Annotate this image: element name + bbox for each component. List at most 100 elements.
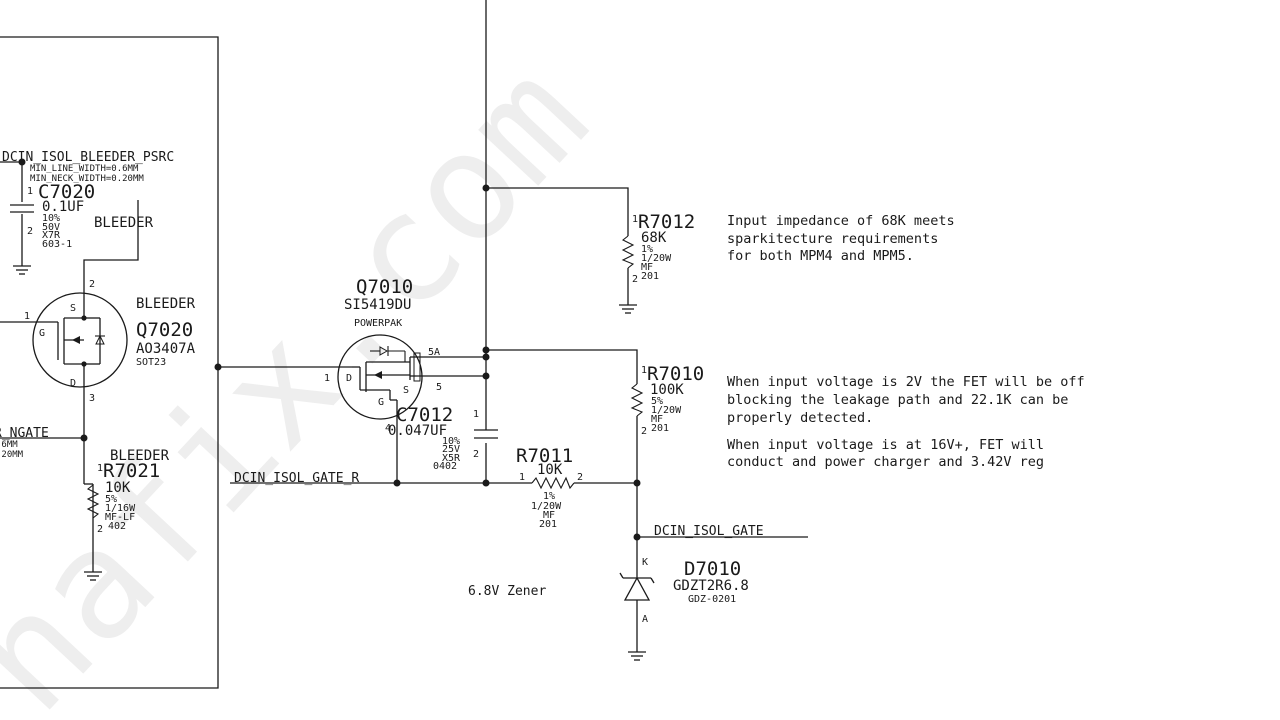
q7020-pkg: SOT23 [136, 357, 166, 368]
r7011-spec: 1% [543, 491, 555, 502]
q7020-junction [81, 315, 87, 321]
net-gate: DCIN_ISOL_GATE [654, 524, 764, 539]
r7011-ref: R7011 [516, 445, 573, 467]
c7012-spec: 25V [442, 444, 460, 455]
junction [482, 346, 490, 354]
junction [393, 479, 401, 487]
watermark: nafix.com [0, 31, 621, 720]
main-wires [230, 0, 808, 652]
net-gate-r: DCIN_ISOL_GATE_R [234, 471, 359, 486]
note-line: Input impedance of 68K meets [727, 213, 955, 229]
c7020-symbol [10, 204, 34, 213]
r7011-value: 10K [537, 462, 563, 478]
d7010-ref: D7010 [684, 558, 741, 580]
c7012-spec: 0402 [433, 461, 457, 472]
q7010-part: SI5419DU [344, 297, 411, 313]
q7020-pin-d: D [70, 378, 76, 389]
note-line: blocking the leakage path and 22.1K can … [727, 392, 1068, 408]
label-zener: 6.8V Zener [468, 584, 546, 599]
note-impedance: Input impedance of 68K meets sparkitectu… [727, 213, 955, 264]
r7010-spec: 1/20W [651, 405, 682, 416]
q7010-mosfet-icon [337, 334, 423, 420]
junction-psrc [18, 158, 26, 166]
r7011-pin1: 1 [519, 472, 525, 483]
junction-ngate [80, 434, 88, 442]
q7020-ref: Q7020 [136, 319, 193, 341]
ground-icon [84, 571, 102, 581]
note-line: When input voltage is 2V the FET will be… [727, 374, 1085, 390]
net-bleeder-psrc: DCIN_ISOL_BLEEDER_PSRC [2, 150, 174, 165]
note-line: conduct and power charger and 3.42V reg [727, 454, 1044, 470]
note-line: sparkitecture requirements [727, 231, 938, 247]
min-line-width: MIN_LINE_WIDTH=0.6MM [30, 164, 139, 174]
r7011-pin2: 2 [577, 472, 583, 483]
c7020-pin1: 1 [27, 186, 33, 197]
q7020-pin-s: S [70, 303, 76, 314]
q7010-current: 5A [428, 347, 440, 358]
r7012-spec: 201 [641, 271, 659, 282]
note-line: When input voltage is at 16V+, FET will [727, 437, 1044, 453]
q7010-pin-g: G [378, 397, 384, 408]
note-line: properly detected. [727, 410, 873, 426]
c7020-spec: 603-1 [42, 239, 72, 250]
min-neck-width: MIN_NECK_WIDTH=0.20MM [30, 174, 144, 184]
c7012-capacitor-icon [474, 429, 498, 439]
c7012-spec: 10% [442, 436, 460, 447]
ground-icon [13, 265, 31, 275]
note-line: for both MPM4 and MPM5. [727, 248, 914, 264]
r7010-spec: 201 [651, 423, 669, 434]
c7012-value: 0.047UF [388, 423, 447, 439]
r7010-spec: 5% [651, 396, 663, 407]
r7010-value: 100K [650, 382, 684, 398]
q7010-pin1: 1 [324, 373, 330, 384]
note-high-voltage: When input voltage is at 16V+, FET will … [727, 437, 1044, 470]
c7020-spec: 50V [42, 222, 60, 233]
r7012-ref: R7012 [638, 211, 695, 233]
r7010-spec: MF [651, 414, 663, 425]
junction [633, 479, 641, 487]
q7010-pkg: POWERPAK [354, 318, 402, 329]
d7010-part: GDZT2R6.8 [673, 578, 749, 594]
r7021-resistor-icon [86, 484, 100, 519]
r7012-spec: 1/20W [641, 253, 672, 264]
q7010-ref: Q7010 [356, 276, 413, 298]
q7020-pin2: 2 [89, 279, 95, 290]
c7012-spec: X5R [442, 453, 461, 464]
r7011-spec: MF [543, 510, 555, 521]
junction-bracket [214, 363, 222, 371]
c7012-pin1: 1 [473, 409, 479, 420]
c7012-ref: C7012 [396, 404, 453, 426]
q7020-pin3: 3 [89, 393, 95, 404]
r7021-spec: 402 [108, 521, 126, 532]
junction [482, 184, 490, 192]
r7021-spec: 5% [105, 494, 117, 505]
q7020-pin-g: G [39, 328, 45, 339]
q7010-pin-d: D [346, 373, 352, 384]
left-block-wires [0, 36, 352, 689]
r7021-value: 10K [105, 480, 131, 496]
c7020-ref: C7020 [38, 181, 95, 203]
d7010-zener-diode-icon [619, 572, 655, 601]
r7012-spec: MF [641, 262, 653, 273]
d7010-pkg: GDZ-0201 [688, 594, 736, 605]
ground-icon [628, 651, 646, 661]
r7021-spec: MF-LF [105, 512, 135, 523]
r7021-spec: 1/16W [105, 503, 136, 514]
junction [482, 372, 490, 380]
r7012-pin1: 1 [632, 214, 638, 225]
r7021-pin2: 2 [97, 524, 103, 535]
c7012-pin2: 2 [473, 449, 479, 460]
r7012-resistor-icon [621, 235, 635, 269]
q7020-mosfet-icon [32, 292, 128, 388]
r7010-ref: R7010 [647, 363, 704, 385]
ngate-neck: .20MM [0, 450, 24, 460]
r7010-pin2: 2 [641, 426, 647, 437]
ngate-width: .6MM [0, 440, 18, 450]
r7011-spec: 201 [539, 519, 557, 530]
c7020-value: 0.1UF [42, 199, 84, 215]
r7021-ref: R7021 [103, 460, 160, 482]
junction [633, 533, 641, 541]
q7010-pin-s: S [403, 385, 409, 396]
note-low-voltage: When input voltage is 2V the FET will be… [727, 374, 1085, 426]
